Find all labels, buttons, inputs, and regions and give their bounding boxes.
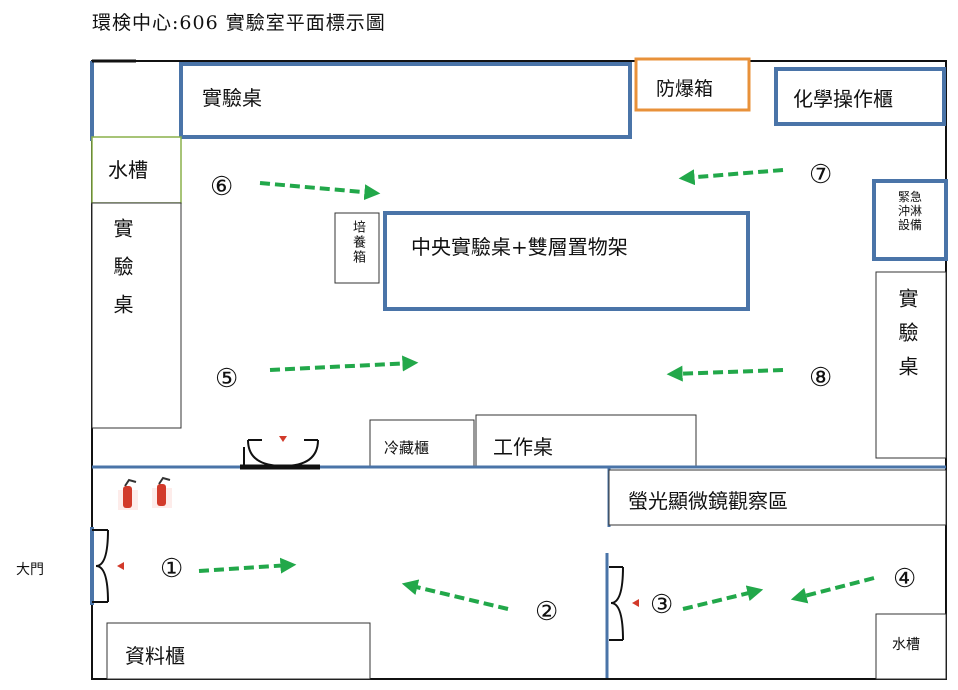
route-step-8: ⑧: [809, 363, 833, 393]
file-cabinet-box: [106, 622, 371, 680]
route-step-6: ⑥: [210, 172, 234, 202]
microscope-door-icon: [609, 566, 639, 641]
lab-door-icon: [243, 436, 319, 467]
route-arrow-icon: [790, 576, 875, 604]
sink-lower-box: [875, 613, 947, 680]
fridge-label: 冷藏櫃: [384, 439, 430, 457]
left-bench-label: 實驗桌: [110, 218, 134, 332]
emergency-shower-text: 緊急沖淋設備: [897, 190, 922, 232]
main-door-label: 大門: [16, 562, 44, 578]
route-arrow-icon: [259, 181, 381, 201]
emergency-shower-box: [872, 179, 948, 261]
route-step-5: ⑤: [215, 364, 239, 394]
explosion-box-label: 防爆箱: [656, 78, 714, 100]
right-bench-box: [875, 271, 947, 459]
explosion-box: [634, 57, 751, 112]
top-bench-box: [179, 62, 632, 139]
incubator-label: 培養箱: [350, 220, 365, 265]
main-door-icon: [90, 527, 124, 605]
route-step-4: ④: [893, 564, 917, 594]
top-bench-label: 實驗桌: [202, 86, 262, 110]
emergency-shower-label: 緊急沖淋設備: [880, 190, 940, 232]
work-bench-box: [475, 414, 697, 467]
page-title: 環検中心:606 實驗室平面標示圖: [92, 12, 386, 34]
left-bench-box: [91, 202, 182, 429]
route-arrow-icon: [198, 557, 297, 574]
fire-extinguisher-icon: [118, 478, 138, 510]
file-cabinet-label: 資料櫃: [125, 644, 185, 668]
work-bench-label: 工作桌: [493, 435, 553, 459]
fridge-box: [369, 419, 475, 468]
incubator-box: [334, 212, 380, 284]
route-arrow-icon: [269, 355, 419, 372]
route-step-7: ⑦: [809, 160, 833, 190]
route-arrow-icon: [678, 168, 784, 186]
route-step-3: ③: [650, 590, 674, 620]
route-arrow-icon: [401, 579, 509, 611]
route-step-2: ②: [535, 597, 559, 627]
route-arrows: [198, 168, 875, 611]
chemical-cabinet-box: [774, 67, 946, 126]
right-bench-label: 實驗桌: [895, 288, 919, 390]
microscope-area-box: [608, 469, 947, 526]
fire-extinguisher-icon: [152, 476, 172, 508]
route-arrow-icon: [666, 365, 784, 382]
route-step-1: ①: [160, 554, 184, 584]
chemical-cabinet-label: 化學操作櫃: [793, 87, 893, 111]
sink-lower-label: 水槽: [892, 637, 920, 653]
sink-upper-label: 水槽: [108, 158, 148, 182]
microscope-area-label: 螢光顯微鏡觀察區: [628, 489, 788, 513]
central-bench-box: [383, 211, 750, 311]
route-arrow-icon: [682, 585, 764, 611]
outer-wall-left-accent: [90, 61, 94, 141]
central-bench-label: 中央實驗桌+雙層置物架: [411, 235, 628, 259]
